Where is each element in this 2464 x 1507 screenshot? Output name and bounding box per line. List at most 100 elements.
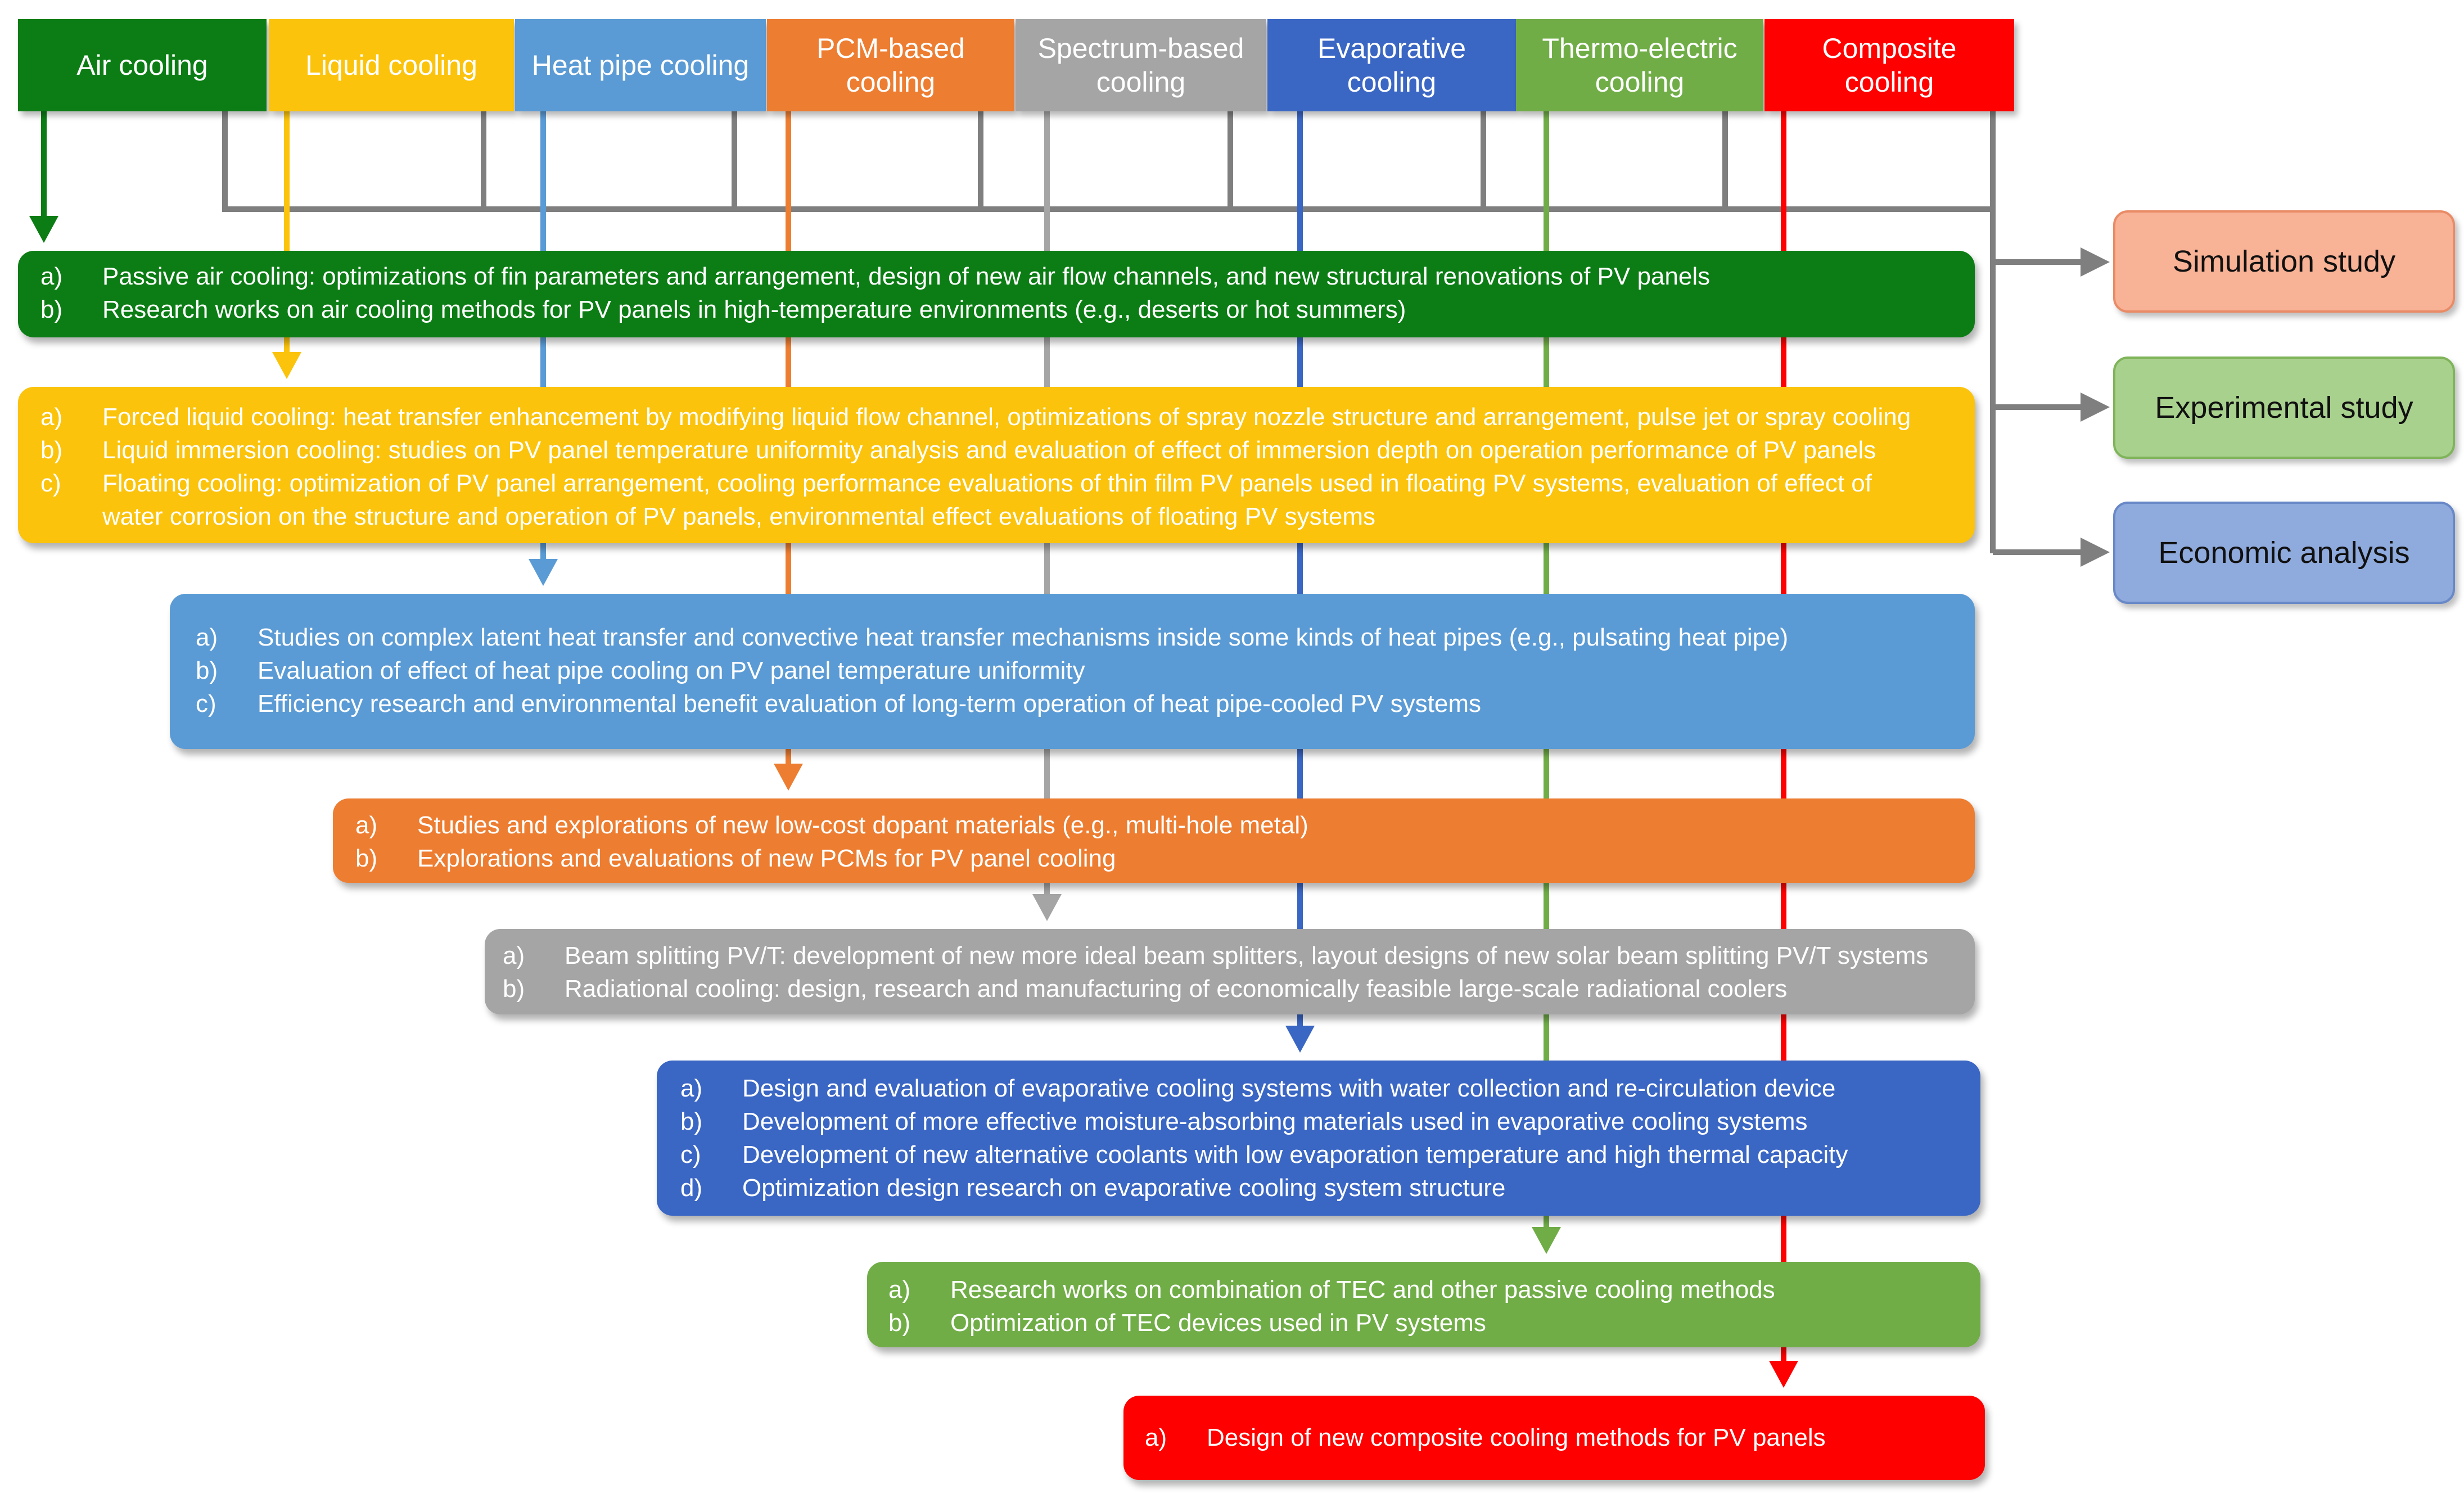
item-letter: a) [888, 1276, 911, 1303]
list-item: a) Studies and explorations of new low-co… [355, 809, 1975, 842]
arrow-down-icon [529, 559, 558, 586]
list-item: a) Design and evaluation of evaporative c… [680, 1072, 1980, 1105]
list-item: a) Forced liquid cooling: heat transfer e… [40, 400, 1975, 434]
item-letter: c) [196, 690, 216, 718]
item-text: Research works on air cooling methods fo… [102, 296, 1406, 323]
item-letter: b) [680, 1108, 703, 1135]
simulation-study-box: Simulation study [2113, 210, 2455, 313]
side-box-label: Economic analysis [2158, 536, 2410, 570]
arrow-down-icon [1032, 894, 1062, 921]
item-text: Forced liquid cooling: heat transfer enh… [102, 403, 1911, 431]
list-item: a) Passive air cooling: optimizations of … [40, 260, 1975, 293]
header-spectrum-based-cooling: Spectrum-based cooling [1016, 19, 1266, 111]
arrow-right-icon [2081, 392, 2110, 422]
list-item: c) Development of new alternative coolant… [680, 1138, 1980, 1171]
header-label: Thermo-electric cooling [1542, 33, 1738, 98]
item-text: Liquid immersion cooling: studies on PV … [102, 436, 1876, 464]
item-text: Studies on complex latent heat transfer … [258, 624, 1789, 651]
list-item: c) Floating cooling: optimization of PV p… [40, 467, 1975, 500]
item-letter: b) [40, 296, 63, 323]
item-text: Evaluation of effect of heat pipe coolin… [258, 657, 1085, 684]
item-text: Optimization of TEC devices used in PV s… [950, 1309, 1486, 1337]
header-pcm-based-cooling: PCM-based cooling [767, 19, 1014, 111]
header-label: Composite cooling [1822, 33, 1957, 98]
arrow-down-icon [1285, 1026, 1315, 1053]
header-label: PCM-based cooling [816, 33, 965, 98]
item-letter: a) [40, 263, 63, 290]
heat-pipe-research-box: a) Studies on complex latent heat transfe… [170, 594, 1975, 749]
composite-research-box: a) Design of new composite cooling method… [1123, 1396, 1985, 1480]
item-letter: b) [196, 657, 218, 684]
list-item: b) Optimization of TEC devices used in PV… [888, 1306, 1980, 1339]
header-thermo-electric-cooling: Thermo-electric cooling [1516, 19, 1763, 111]
item-text: water corrosion on the structure and ope… [102, 503, 1376, 530]
liquid-cooling-research-box: a) Forced liquid cooling: heat transfer e… [18, 387, 1975, 543]
list-item: a) Studies on complex latent heat transfe… [196, 621, 1975, 654]
item-letter: b) [40, 436, 63, 464]
economic-analysis-box: Economic analysis [2113, 502, 2455, 604]
arrow-down-icon [1532, 1227, 1561, 1254]
arrow-down-icon [29, 216, 58, 243]
spectrum-research-box: a) Beam splitting PV/T: development of ne… [485, 929, 1975, 1014]
arrow-down-icon [272, 352, 301, 379]
arrow-right-icon [2081, 247, 2110, 277]
pcm-research-box: a) Studies and explorations of new low-co… [333, 798, 1975, 883]
item-letter: b) [355, 845, 378, 872]
list-item: water corrosion on the structure and ope… [40, 500, 1975, 533]
header-air-cooling: Air cooling [18, 19, 267, 111]
header-label: Spectrum-based cooling [1037, 33, 1244, 98]
item-letter: b) [503, 975, 525, 1003]
item-text: Efficiency research and environmental be… [258, 690, 1481, 718]
item-text: Design of new composite cooling methods … [1207, 1424, 1826, 1451]
arrow-down-icon [1769, 1361, 1798, 1388]
list-item: b) Evaluation of effect of heat pipe cool… [196, 654, 1975, 687]
list-item: b) Explorations and evaluations of new PC… [355, 842, 1975, 875]
item-text: Passive air cooling: optimizations of fi… [102, 263, 1711, 290]
header-liquid-cooling: Liquid cooling [269, 19, 514, 111]
list-item: c) Efficiency research and environmental … [196, 687, 1975, 720]
item-letter: d) [680, 1174, 703, 1202]
item-text: Studies and explorations of new low-cost… [417, 811, 1308, 839]
item-letter: a) [196, 624, 218, 651]
item-text: Development of new alternative coolants … [742, 1141, 1848, 1168]
item-text: Research works on combination of TEC and… [950, 1276, 1775, 1303]
list-item: b) Radiational cooling: design, research … [503, 972, 1975, 1005]
item-text: Explorations and evaluations of new PCMs… [417, 845, 1116, 872]
header-label: Liquid cooling [305, 49, 477, 81]
list-item: b) Research works on air cooling methods … [40, 293, 1975, 326]
list-item: a) Beam splitting PV/T: development of ne… [503, 939, 1975, 972]
item-letter: a) [40, 403, 63, 431]
item-text: Optimization design research on evaporat… [742, 1174, 1506, 1202]
item-text: Floating cooling: optimization of PV pan… [102, 470, 1872, 497]
side-box-label: Simulation study [2172, 245, 2396, 278]
side-box-label: Experimental study [2155, 391, 2413, 425]
item-letter: a) [1145, 1424, 1167, 1451]
arrow-right-icon [2081, 538, 2110, 567]
header-label: Air cooling [76, 49, 208, 81]
item-letter: c) [40, 470, 61, 497]
arrow-down-icon [774, 764, 803, 791]
item-letter: c) [680, 1141, 701, 1168]
item-letter: a) [680, 1075, 703, 1102]
item-text: Development of more effective moisture-a… [742, 1108, 1808, 1135]
item-letter: a) [503, 942, 525, 969]
header-composite-cooling: Composite cooling [1764, 19, 2014, 111]
header-evaporative-cooling: Evaporative cooling [1267, 19, 1516, 111]
header-heat-pipe-cooling: Heat pipe cooling [515, 19, 766, 111]
item-text: Design and evaluation of evaporative coo… [742, 1075, 1836, 1102]
header-label: Evaporative cooling [1317, 33, 1466, 98]
list-item: a) Design of new composite cooling method… [1145, 1421, 1985, 1454]
air-cooling-research-box: a) Passive air cooling: optimizations of … [18, 251, 1975, 337]
list-item: b) Development of more effective moisture… [680, 1105, 1980, 1138]
item-text: Radiational cooling: design, research an… [565, 975, 1788, 1003]
item-text: Beam splitting PV/T: development of new … [565, 942, 1929, 969]
experimental-study-box: Experimental study [2113, 357, 2455, 459]
evaporative-research-box: a) Design and evaluation of evaporative c… [657, 1061, 1980, 1216]
item-letter: b) [888, 1309, 911, 1337]
thermo-electric-research-box: a) Research works on combination of TEC … [867, 1262, 1980, 1347]
list-item: b) Liquid immersion cooling: studies on P… [40, 434, 1975, 467]
list-item: a) Research works on combination of TEC … [888, 1273, 1980, 1306]
item-letter: a) [355, 811, 378, 839]
header-label: Heat pipe cooling [531, 49, 750, 81]
